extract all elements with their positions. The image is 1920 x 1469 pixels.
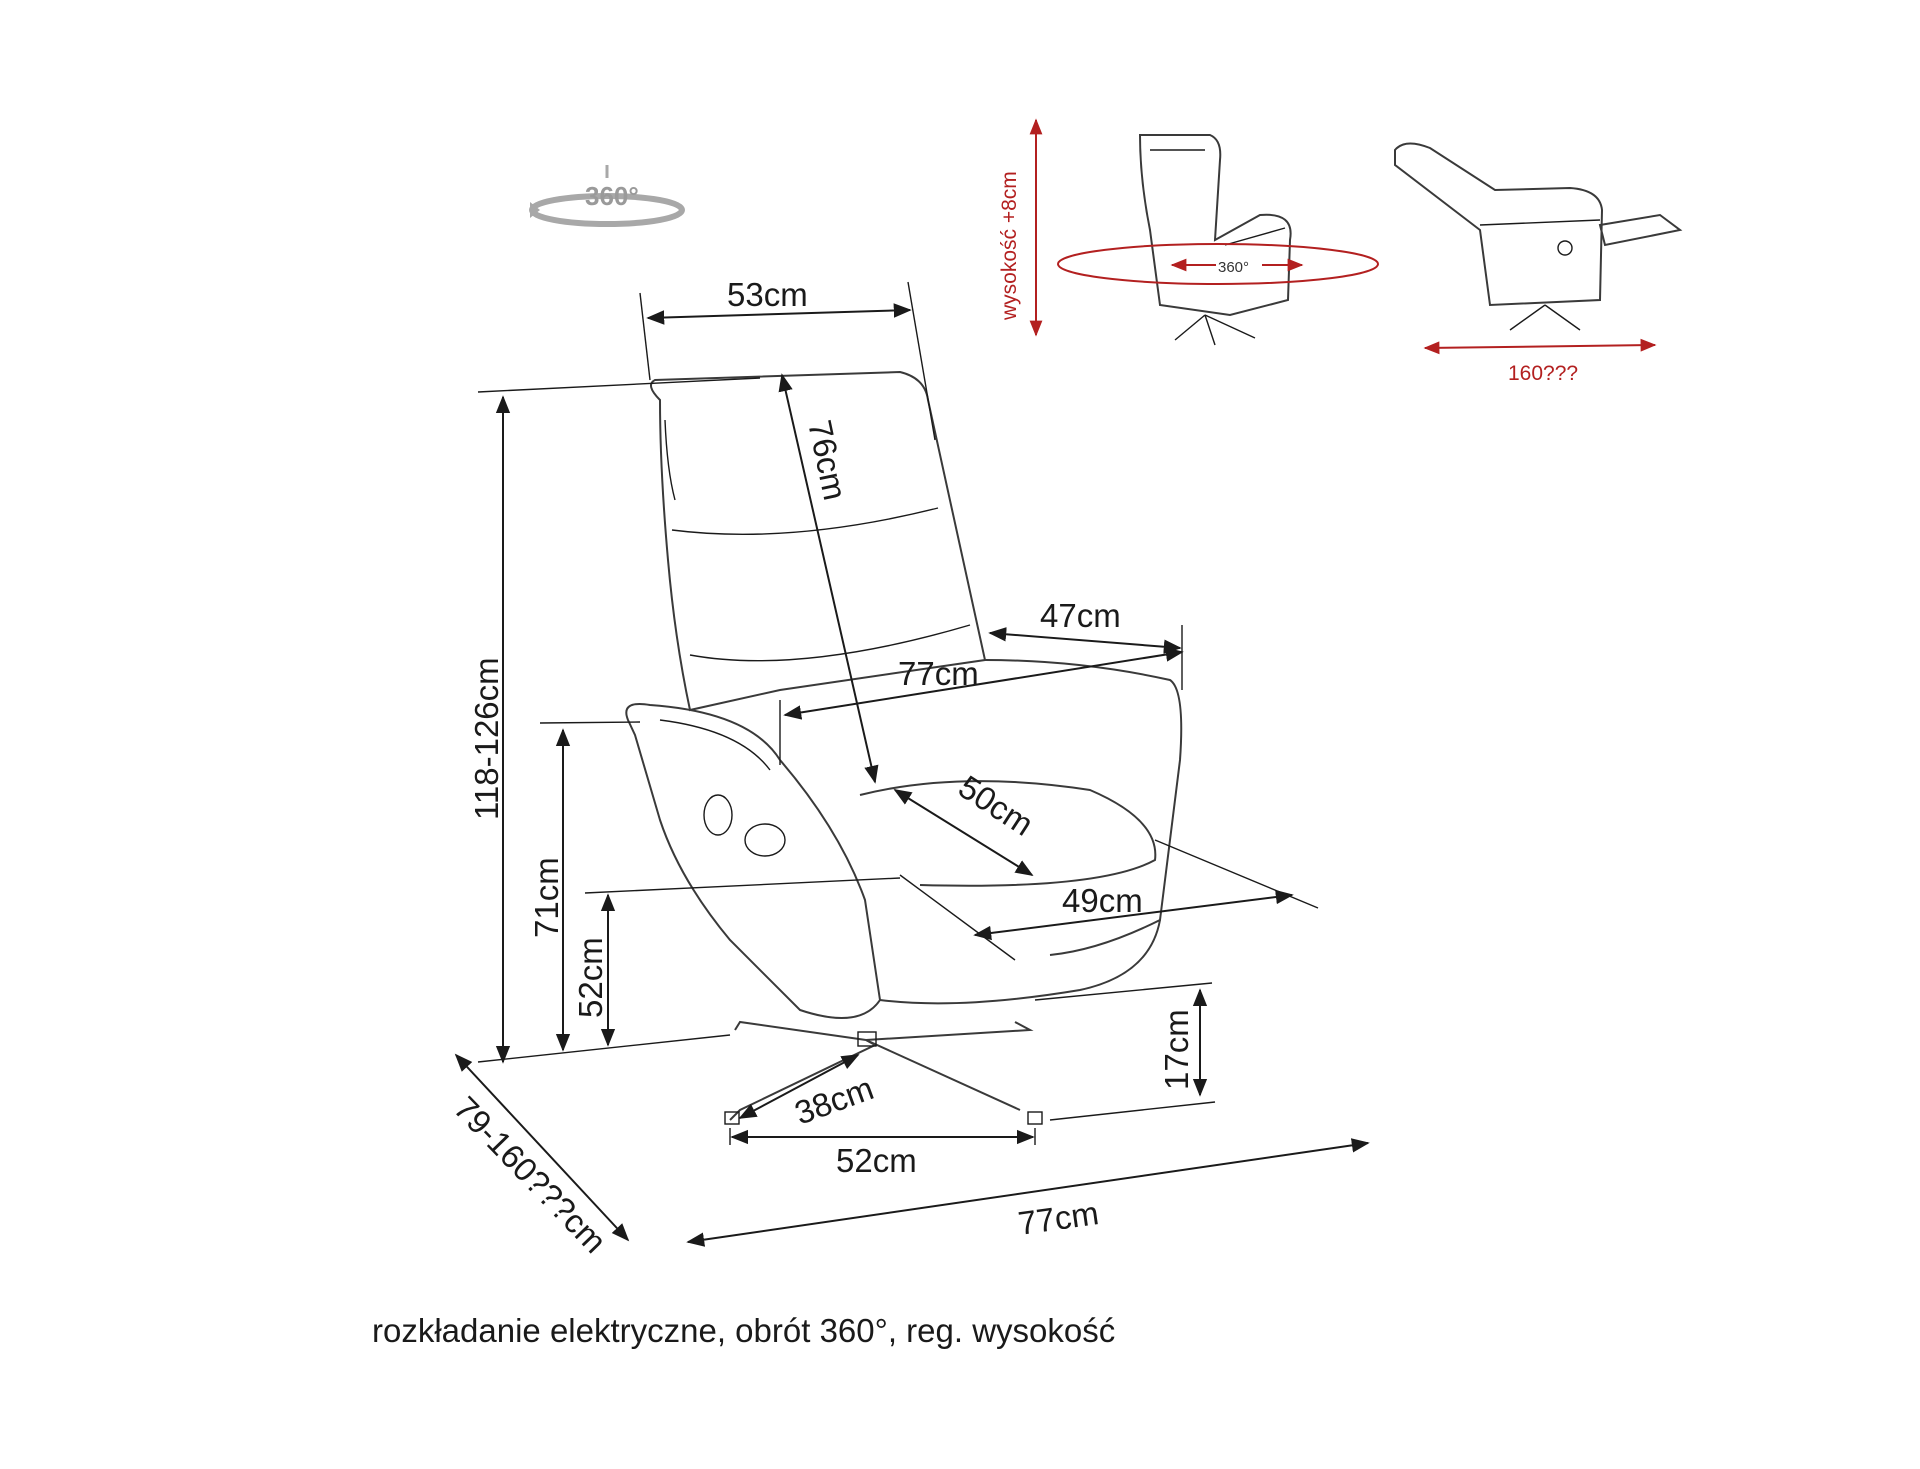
armrest-height-label: 71cm <box>528 857 565 938</box>
dimension-lines <box>454 281 1370 1247</box>
armrest-gap-label: 47cm <box>1040 597 1121 634</box>
upright-chair-thumbnail: 360° <box>1057 134 1379 346</box>
base-height-label: 17cm <box>1158 1009 1195 1090</box>
overall-width-top-label: 77cm <box>898 655 979 692</box>
rotation-icon-label: 360° <box>585 181 639 211</box>
reclined-chair-thumbnail: 160??? <box>1394 142 1683 385</box>
seat-depth-label: 50cm <box>952 768 1040 843</box>
feature-caption: rozkładanie elektryczne, obrót 360°, reg… <box>372 1312 1116 1349</box>
seat-height-label: 52cm <box>572 937 609 1018</box>
recline-label: 160??? <box>1508 362 1578 385</box>
base-width-label: 52cm <box>836 1142 917 1179</box>
rotation-label: 360° <box>1218 259 1249 276</box>
armchair-drawing <box>625 370 1183 1125</box>
height-adjust-indicator: wysokość +8cm <box>998 118 1043 337</box>
rotation-360-icon: 360° <box>529 165 685 227</box>
height-adjust-label: wysokość +8cm <box>998 171 1021 321</box>
backrest-width-label: 53cm <box>727 276 808 313</box>
seat-width-label: 49cm <box>1062 882 1143 919</box>
total-height-label: 118-126cm <box>468 657 505 820</box>
overall-width-bottom-label: 77cm <box>1016 1194 1101 1242</box>
overall-depth-label: 79-160???cm <box>447 1089 614 1260</box>
